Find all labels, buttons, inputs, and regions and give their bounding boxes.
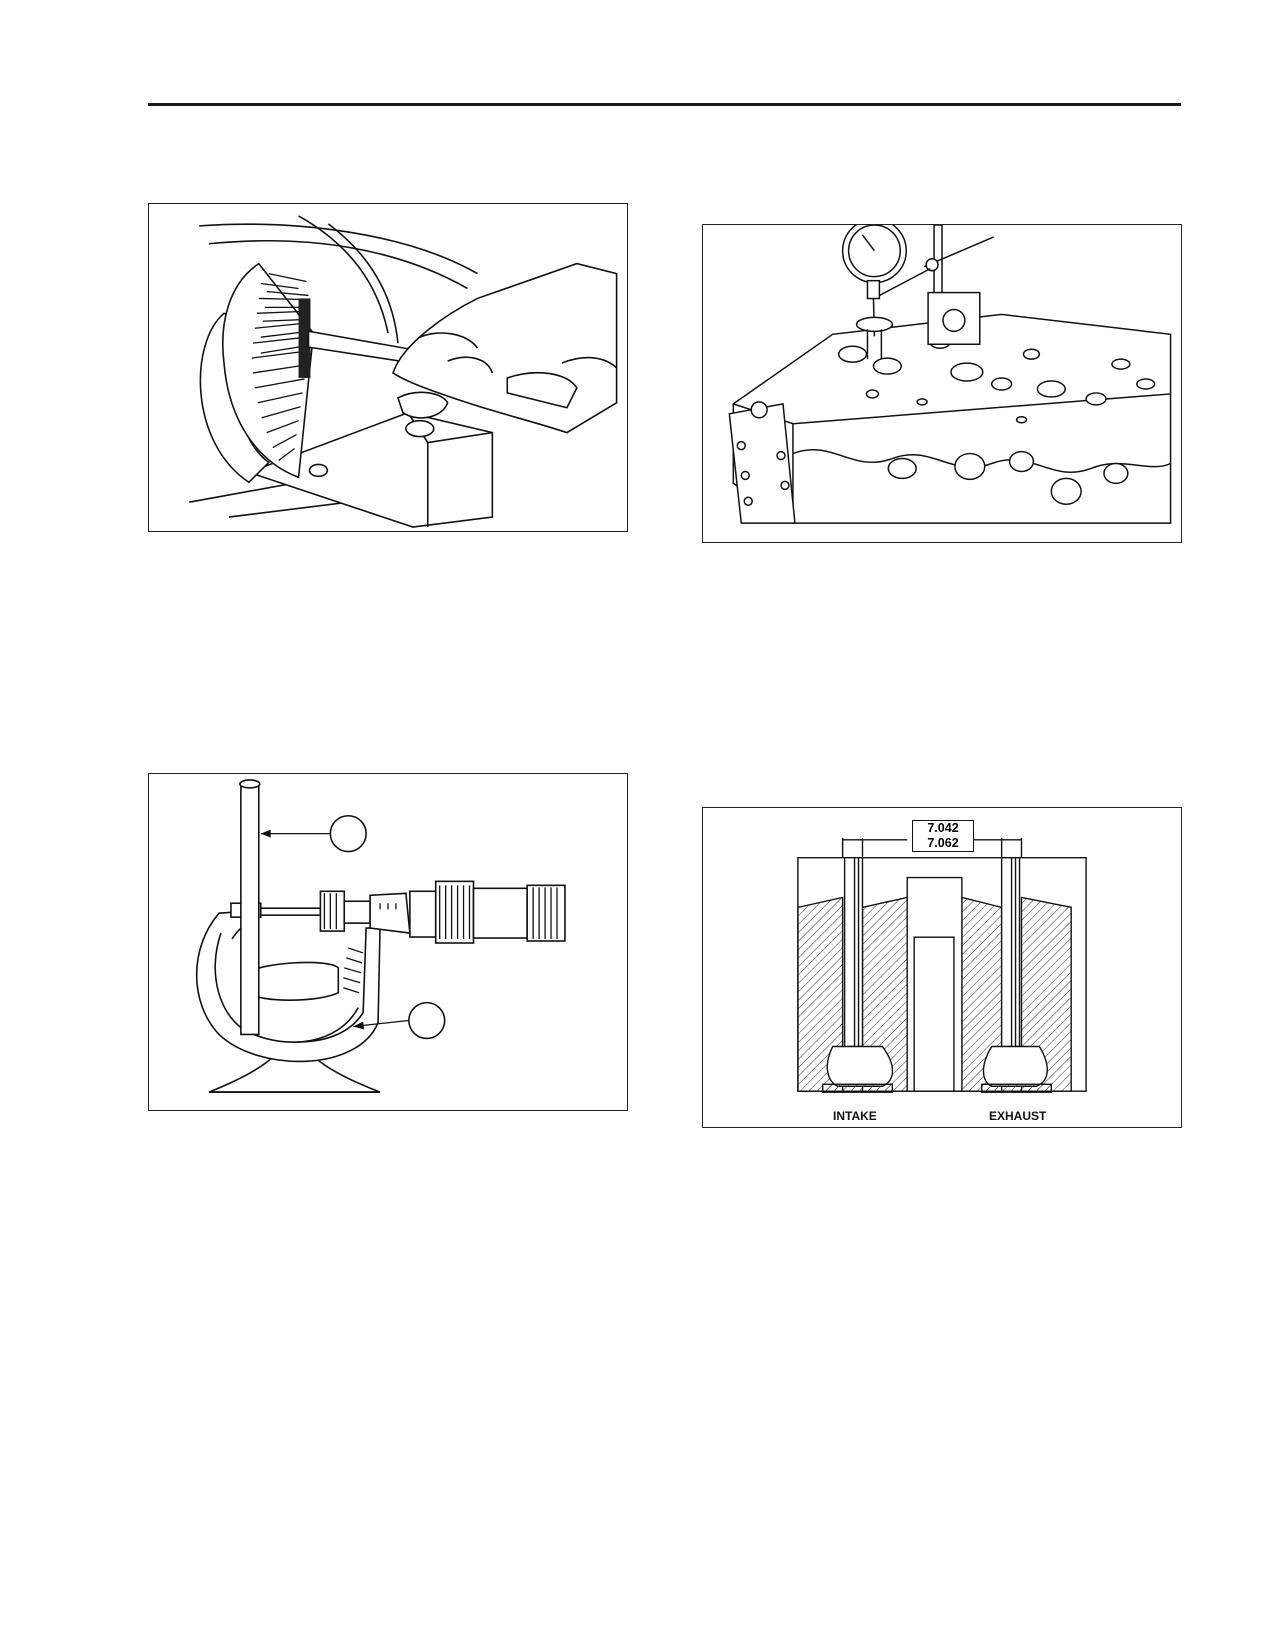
micrometer-icon — [195, 779, 566, 1093]
figure-valve-cleaning — [148, 203, 628, 532]
dimension-label: 7.042 7.062 — [912, 820, 974, 852]
dimension-max: 7.062 — [927, 836, 959, 850]
intake-label: INTAKE — [833, 1109, 877, 1123]
header-rule — [148, 103, 1181, 106]
dial-indicator-icon — [728, 225, 1172, 524]
figure-valve-guide-check — [702, 224, 1182, 543]
figure-valve-stem-measure — [148, 773, 628, 1111]
wire-brush-wheel-icon — [189, 215, 618, 528]
figure-valve-guide-section: 7.042 7.062 INTAKE EXHAUST — [702, 807, 1182, 1128]
dimension-min: 7.042 — [927, 821, 959, 835]
exhaust-label: EXHAUST — [989, 1109, 1047, 1123]
valve-guide-section-icon — [797, 837, 1087, 1093]
